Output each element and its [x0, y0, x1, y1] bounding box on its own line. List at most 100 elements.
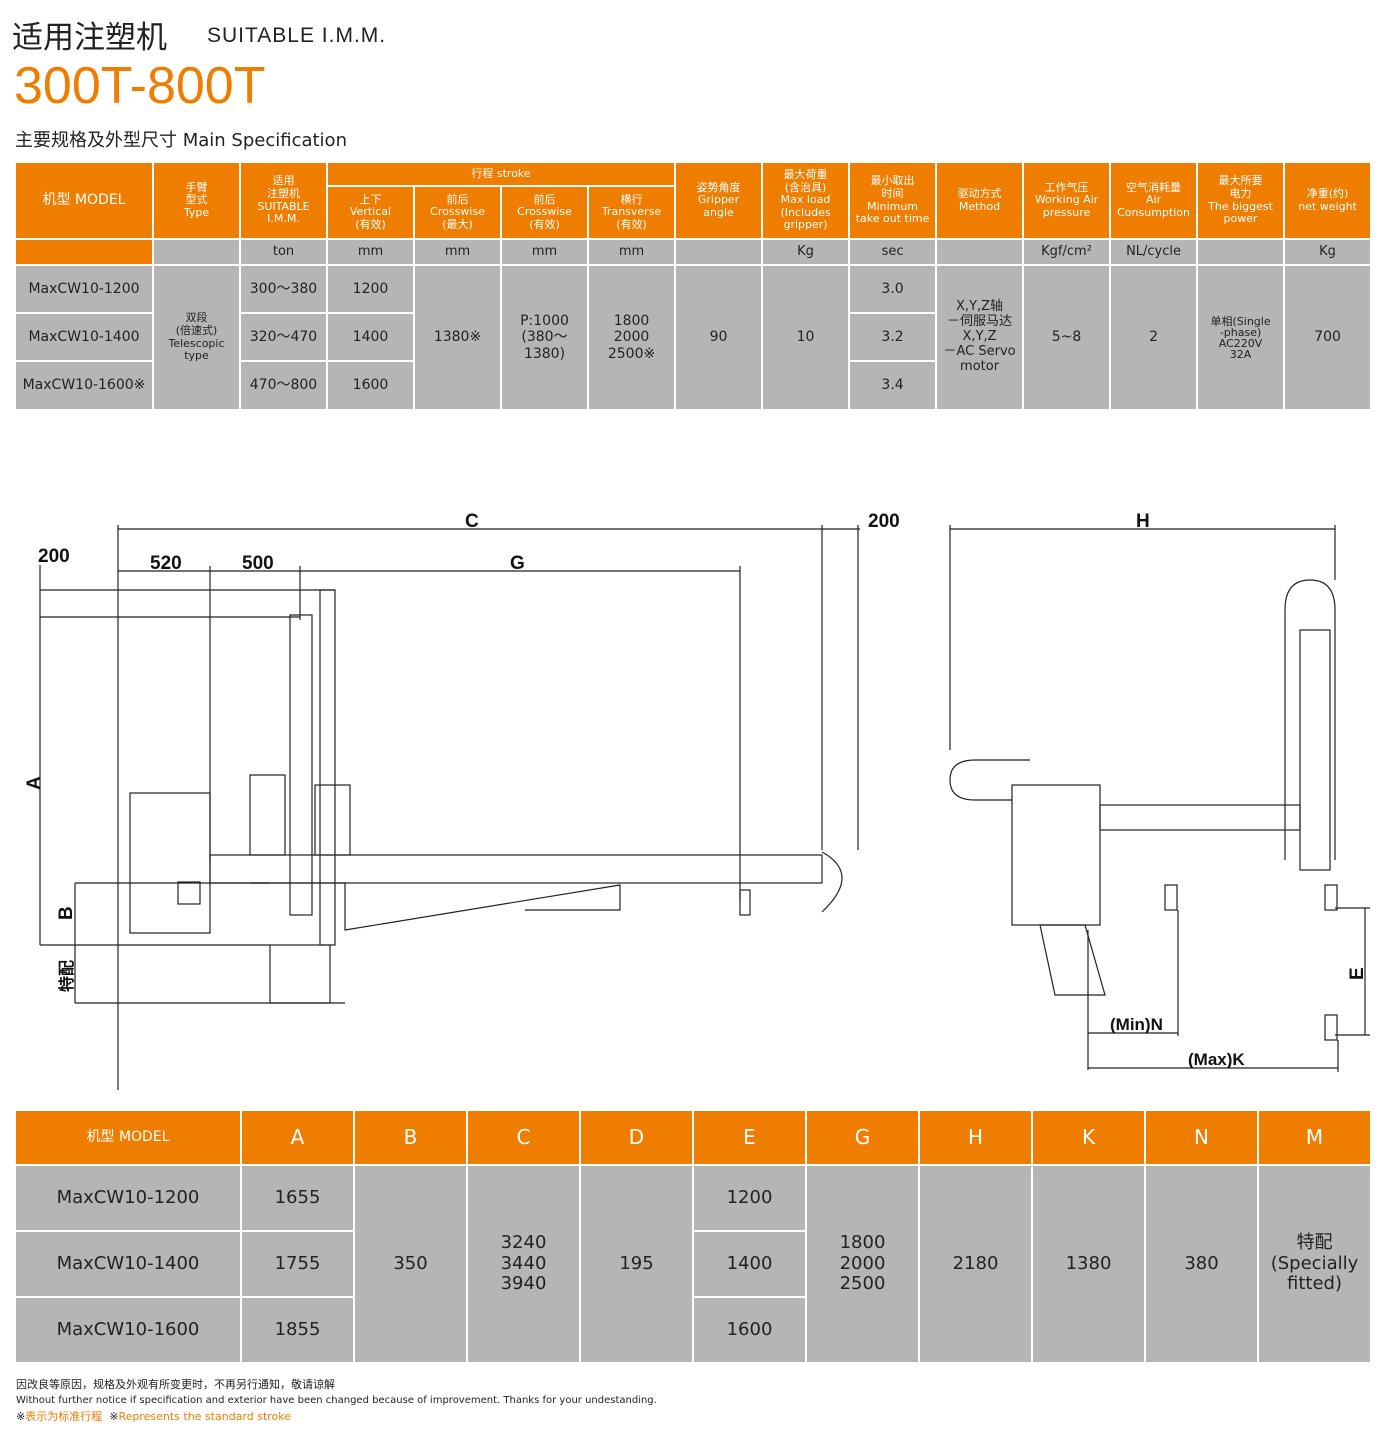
cell-time: 3.2: [848, 312, 938, 362]
hdr-method: 驱动方式 Method: [935, 161, 1025, 240]
table-row: MaxCW10-1400 320～470 1400 3.2: [14, 312, 1371, 362]
dim-H: H: [1136, 511, 1150, 532]
cell-D: 195: [579, 1164, 694, 1364]
hdr-G: G: [805, 1109, 920, 1166]
dim-520: 520: [150, 553, 182, 574]
hdr-imm: 适用 注塑机 SUITABLE I.M.M.: [239, 161, 328, 240]
hdr-weight: 净重(约) net weight: [1283, 161, 1373, 240]
hdr-vertical: 上下 Vertical (有效): [326, 185, 415, 240]
cell-H: 2180: [918, 1164, 1033, 1364]
dim-C: C: [465, 511, 479, 532]
hdr-E: E: [692, 1109, 807, 1166]
cell-G: 1800 2000 2500: [805, 1164, 920, 1364]
spec-table: 机型 MODEL 手臂 型式 Type 适用 注塑机 SUITABLE I.M.…: [14, 161, 1373, 411]
unit-vertical: mm: [326, 238, 415, 266]
unit-imm: ton: [239, 238, 328, 266]
hdr-H: H: [918, 1109, 1033, 1166]
unit-method: [935, 238, 1025, 266]
unit-transverse: mm: [586, 238, 677, 266]
cell-model: MaxCW10-1600: [14, 1296, 242, 1364]
cell-transverse: 1800 2000 2500※: [586, 264, 677, 411]
front-view: [949, 525, 1370, 1072]
cell-A: 1655: [240, 1164, 355, 1232]
hdr-consumption: 空气消耗量 Air Consumption: [1109, 161, 1199, 240]
cell-imm: 470～800: [239, 360, 328, 411]
note-cn: 因改良等原因，规格及外观有所变更时，不再另行通知，敬请谅解: [16, 1378, 335, 1391]
hdr-power: 最大所要 电力 The biggest power: [1196, 161, 1286, 240]
hdr-model: 机型 MODEL: [14, 1109, 242, 1166]
mark-2: ※: [109, 1410, 119, 1423]
title-cn: 适用注塑机: [12, 20, 167, 56]
hdr-C: C: [466, 1109, 581, 1166]
cell-vertical: 1600: [326, 360, 415, 411]
hdr-stroke: 行程 stroke: [325, 161, 677, 187]
hdr-type: 手臂 型式 Type: [152, 161, 241, 240]
cell-E: 1400: [692, 1230, 807, 1298]
std-stroke-en: Represents the standard stroke: [118, 1410, 292, 1423]
cell-load: 10: [761, 264, 851, 411]
unit-consumption: NL/cycle: [1109, 238, 1199, 266]
hdr-M: M: [1257, 1109, 1372, 1166]
cell-A: 1755: [240, 1230, 355, 1298]
cell-cross-eff: P:1000 (380～1380): [500, 264, 589, 411]
unit-angle: [674, 238, 764, 266]
cell-model: MaxCW10-1400: [14, 1230, 242, 1298]
unit-load: Kg: [761, 238, 851, 266]
hdr-cross-max: 前后 Crosswise (最大): [413, 185, 502, 240]
note-en: Without further notice if specification …: [16, 1395, 657, 1406]
cell-K: 1380: [1031, 1164, 1146, 1364]
hdr-D: D: [579, 1109, 694, 1166]
cell-type: 双段 (倍速式) Telescopic type: [152, 264, 241, 411]
dimension-table: 机型 MODEL A B C D E G H K N M MaxCW10-120…: [14, 1109, 1372, 1364]
table-row: MaxCW10-1200 双段 (倍速式) Telescopic type 30…: [14, 264, 1373, 411]
hdr-K: K: [1031, 1109, 1146, 1166]
cell-time: 3.0: [848, 264, 938, 314]
cell-cross-max: 1380※: [413, 264, 502, 411]
cell-weight: 700: [1283, 264, 1373, 411]
hdr-transverse: 横行 Transverse (有效): [586, 185, 677, 240]
table-row: MaxCW10-1600※ 470～800 1600 3.4: [14, 360, 1371, 411]
cell-model: MaxCW10-1200: [14, 1164, 242, 1232]
dim-200-left: 200: [38, 546, 70, 567]
cell-E: 1600: [692, 1296, 807, 1364]
table-row: MaxCW10-1200 1655 350 3240 3440 3940 195…: [14, 1164, 1372, 1364]
unit-time: sec: [848, 238, 938, 266]
table-row: MaxCW10-1400 1755 1400: [14, 1230, 1371, 1298]
table-row: MaxCW10-1600 1855 1600: [14, 1296, 1371, 1364]
dim-B: B: [56, 906, 77, 920]
title-en: SUITABLE I.M.M.: [207, 24, 387, 47]
cell-vertical: 1400: [326, 312, 415, 362]
cell-B: 350: [353, 1164, 468, 1364]
hdr-N: N: [1144, 1109, 1259, 1166]
cell-consumption: 2: [1109, 264, 1199, 411]
hdr-air: 工作气压 Working Air pressure: [1022, 161, 1112, 240]
dim-K: (Max)K: [1188, 1050, 1245, 1069]
unit-cross-max: mm: [413, 238, 502, 266]
cell-E: 1200: [692, 1164, 807, 1232]
cell-power: 单相(Single -phase) AC220V 32A: [1196, 264, 1286, 411]
cell-model: MaxCW10-1200: [14, 264, 154, 314]
dim-E: E: [1347, 967, 1368, 980]
unit-model: [14, 238, 154, 266]
cell-air: 5~8: [1022, 264, 1112, 411]
mark-1: ※: [16, 1410, 26, 1423]
unit-air: Kgf/cm²: [1022, 238, 1112, 266]
hdr-B: B: [353, 1109, 468, 1166]
hdr-model: 机型 MODEL: [14, 161, 154, 240]
cell-N: 380: [1144, 1164, 1259, 1364]
std-stroke-cn: 表示为标准行程: [25, 1410, 103, 1423]
cell-model: MaxCW10-1600※: [14, 360, 154, 411]
cell-time: 3.4: [848, 360, 938, 411]
spec-title: 主要规格及外型尺寸 Main Specification: [15, 130, 347, 151]
tonnage-range: 300T-800T: [14, 57, 266, 115]
cell-model: MaxCW10-1400: [14, 312, 154, 362]
cell-angle: 90: [674, 264, 764, 411]
footnotes: 因改良等原因，规格及外观有所变更时，不再另行通知，敬请谅解 Without fu…: [16, 1377, 657, 1425]
cell-vertical: 1200: [326, 264, 415, 314]
dim-G: G: [510, 553, 525, 574]
unit-cross-eff: mm: [500, 238, 589, 266]
side-view: [39, 525, 860, 1090]
unit-type: [152, 238, 241, 266]
dimension-drawing: C 200 200 520 500 G A B 特配 H E (Min)N (M…: [24, 511, 1370, 1090]
dim-200-top: 200: [868, 511, 900, 532]
